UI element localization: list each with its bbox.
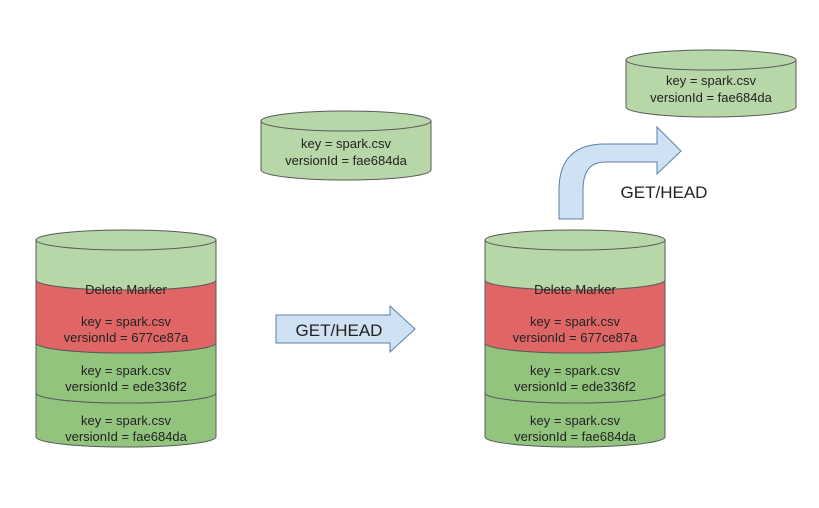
result-object-version: versionId = fae684da xyxy=(650,90,773,105)
result-object-cylinder: key = spark.csv versionId = fae684da xyxy=(625,49,797,118)
left-version-1-key: key = spark.csv xyxy=(81,314,171,329)
right-delete-marker-label: Delete Marker xyxy=(534,282,616,297)
floating-object-version: versionId = fae684da xyxy=(285,153,408,168)
left-version-3-key: key = spark.csv xyxy=(81,413,171,428)
left-version-1-id: versionId = 677ce87a xyxy=(64,330,189,345)
left-version-2-id: versionId = ede336f2 xyxy=(65,379,187,394)
floating-object-cylinder: key = spark.csv versionId = fae684da xyxy=(260,110,432,181)
response-arrow: GET/HEAD xyxy=(558,125,708,220)
left-version-2-key: key = spark.csv xyxy=(81,363,171,378)
right-version-1-id: versionId = 677ce87a xyxy=(513,330,638,345)
right-version-1-key: key = spark.csv xyxy=(530,314,620,329)
request-arrow: GET/HEAD xyxy=(275,304,416,354)
right-version-3-key: key = spark.csv xyxy=(530,413,620,428)
right-version-3-id: versionId = fae684da xyxy=(514,429,637,444)
right-version-2-id: versionId = ede336f2 xyxy=(514,379,636,394)
left-delete-marker-label: Delete Marker xyxy=(85,282,167,297)
right-bucket: Delete Marker key = spark.csv versionId … xyxy=(484,229,666,448)
floating-object-key: key = spark.csv xyxy=(301,136,391,151)
response-arrow-label: GET/HEAD xyxy=(621,183,708,202)
result-object-key: key = spark.csv xyxy=(666,73,756,88)
request-arrow-label: GET/HEAD xyxy=(296,321,383,340)
right-version-2-key: key = spark.csv xyxy=(530,363,620,378)
left-bucket: Delete Marker key = spark.csv versionId … xyxy=(35,229,217,448)
left-version-3-id: versionId = fae684da xyxy=(65,429,188,444)
